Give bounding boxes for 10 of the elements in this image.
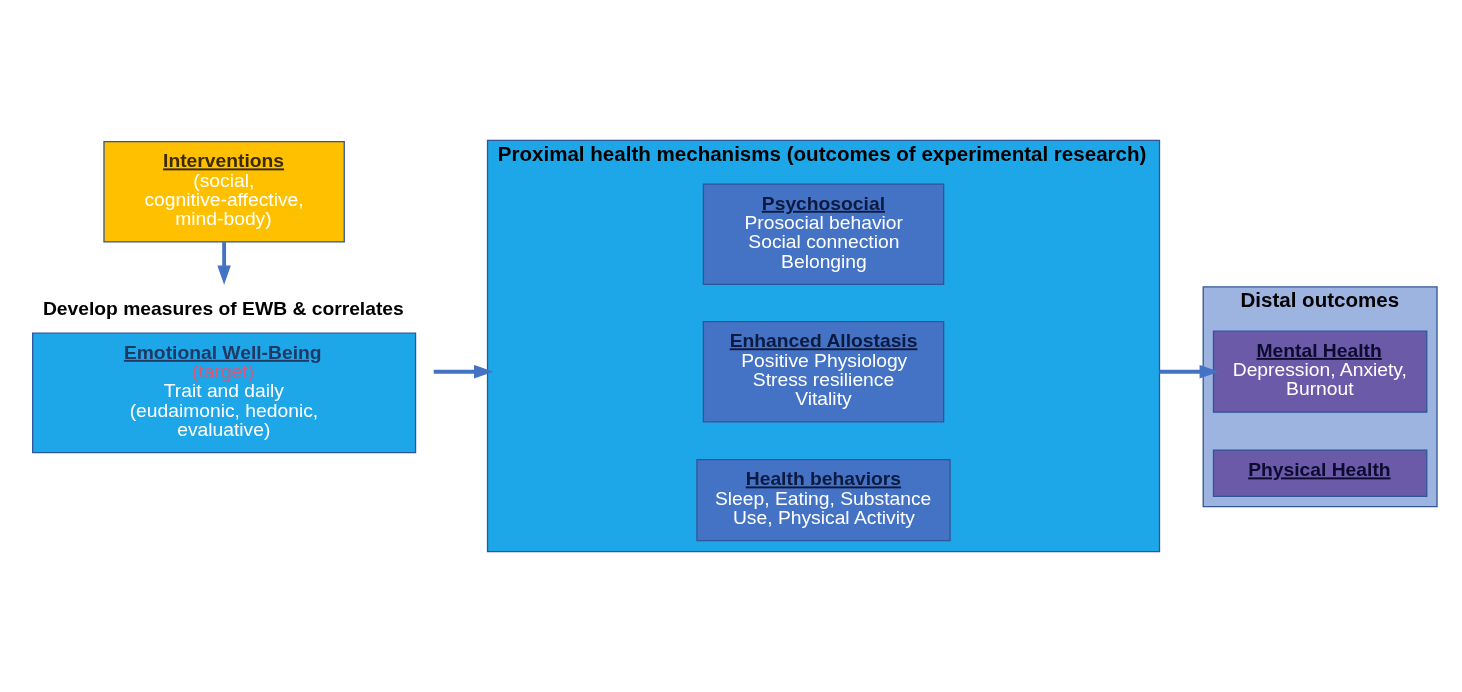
node-box: Interventions (social, cognitive-affective, mind-body) bbox=[103, 141, 345, 243]
arrow bbox=[433, 364, 494, 379]
node-box: Enhanced Allostasis Positive Physiology Stress resilience Vitality bbox=[702, 320, 945, 423]
node-box: Psychosocial Prosocial behavior Social connection Belonging bbox=[702, 183, 945, 285]
node-box: Health behaviors Sleep, Eating, Substance Use, Physical Activity bbox=[696, 459, 951, 542]
node-label: Develop measures of EWB & correlates bbox=[42, 298, 404, 320]
arrow bbox=[217, 242, 231, 285]
arrow bbox=[1159, 364, 1219, 379]
node-box: Mental Health Depression, Anxiety, Burnout bbox=[1212, 330, 1428, 413]
node-box: Physical Health bbox=[1212, 449, 1428, 497]
